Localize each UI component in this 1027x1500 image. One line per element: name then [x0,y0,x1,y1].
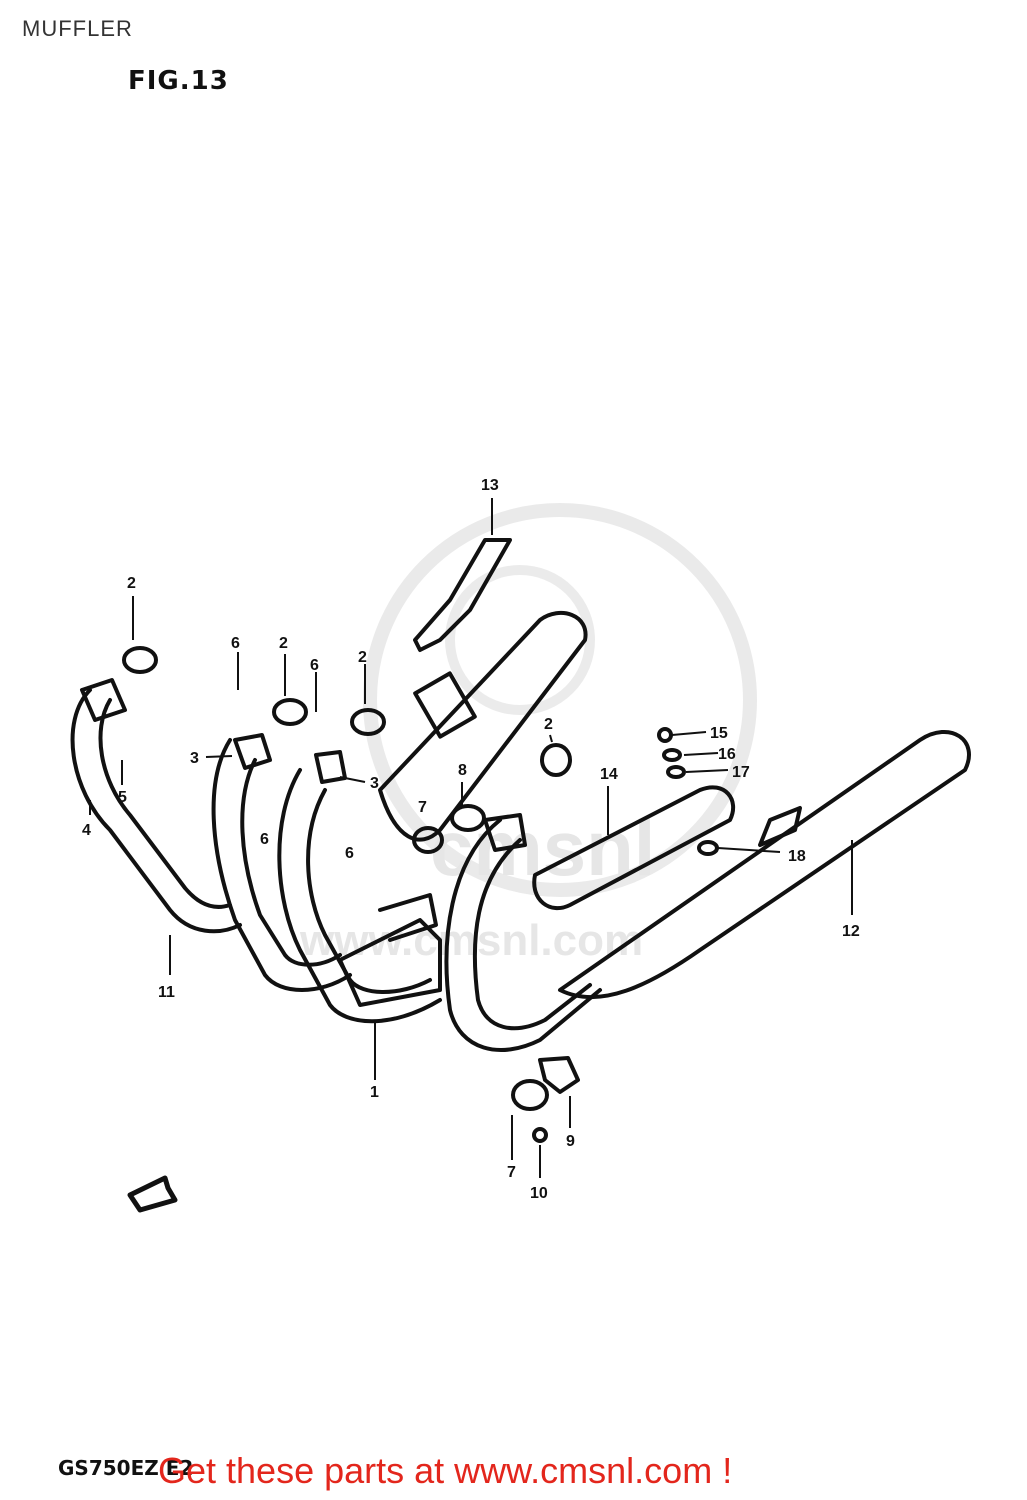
washer-16 [662,748,682,762]
callout-6a: 6 [231,635,240,652]
gasket-2c [350,708,386,736]
bolt-10 [532,1127,548,1143]
flange-left [80,678,127,722]
collector-neck [378,893,438,942]
callout-8: 8 [458,762,467,779]
callout-2a: 2 [127,575,136,592]
callout-6d: 6 [345,845,354,862]
callout-15: 15 [710,725,728,742]
callout-6c: 6 [260,831,269,848]
callout-17: 17 [732,764,750,781]
collector-box [338,918,442,1007]
exhaust-pipe-a [211,738,352,992]
callout-14: 14 [600,766,618,783]
right-muffler-12 [558,729,971,1000]
flange-3a [233,733,272,770]
callout-10: 10 [530,1185,548,1202]
callout-6b: 6 [310,657,319,674]
callout-3a: 3 [190,750,199,767]
bracket-13 [413,538,512,652]
leader-lines [89,498,853,1178]
gasket-2b [272,698,308,726]
sleeve-7a [412,826,444,854]
callout-7b: 7 [507,1164,516,1181]
callout-3b: 3 [370,775,379,792]
exhaust-pipe-a-inner [240,758,342,967]
figure-label: FIG.13 [128,66,229,96]
callout-2d: 2 [544,716,553,733]
callout-7a: 7 [418,799,427,816]
callout-4: 4 [82,822,91,839]
callout-2c: 2 [358,649,367,666]
watermark-logo: cmsnl www.cmsnl.com [299,503,757,965]
callout-2b: 2 [279,635,288,652]
callout-16: 16 [718,746,736,763]
callout-18: 18 [788,848,806,865]
exhaust-pipe-b-inner [306,788,432,994]
callout-numbers: 1 2 2 2 2 2 3 3 4 5 6 6 6 6 7 7 8 9 10 1… [82,477,860,1202]
gasket-2a [122,646,158,674]
model-code: GS750EZ E2 [58,1456,194,1480]
page-title: MUFFLER [22,16,133,41]
flange-mid [483,813,527,852]
exhaust-pipe-c [444,818,602,1052]
sleeve-7b [511,1079,549,1111]
parts-shop-link-label: Get these parts at www.cmsnl.com ! [158,1450,733,1491]
bolt-15 [657,727,673,743]
grommet-18 [697,840,719,856]
callout-11: 11 [158,984,175,1001]
clamp-9 [538,1056,580,1094]
callout-12: 12 [842,923,860,940]
muffler-connector-14 [532,785,736,911]
left-muffler [378,610,588,842]
callout-13: 13 [481,477,499,494]
washer-17 [666,765,686,779]
front-direction-arrow [127,1175,178,1213]
parts-shop-link[interactable]: Get these parts at www.cmsnl.com ! [158,1450,732,1492]
gasket-2d [540,743,572,777]
callout-5: 5 [118,789,127,806]
muffler-hanger [758,806,802,847]
exhaust-pipe-b [277,768,442,1024]
muffler-assembly-drawing [70,538,971,1213]
exhaust-pipe-c-inner [472,838,592,1031]
watermark-url: www.cmsnl.com [299,916,643,965]
exhaust-pipe-11 [70,688,242,934]
exhaust-pipe-11-inner [98,698,232,909]
callout-9: 9 [566,1133,575,1150]
callout-1: 1 [370,1084,379,1101]
clamp-8 [450,804,486,832]
muffler-bracket [413,671,477,739]
